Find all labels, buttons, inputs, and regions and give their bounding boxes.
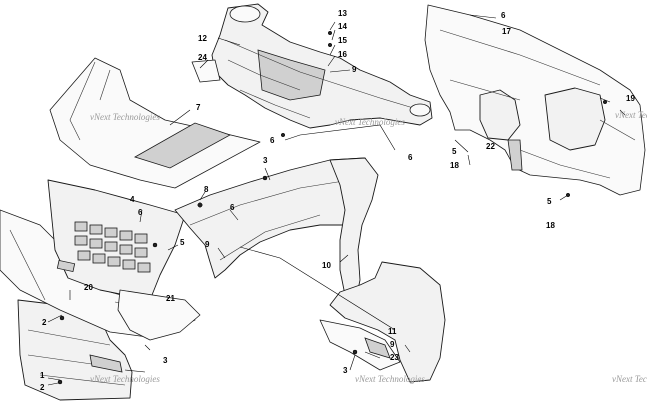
callout-19: 19 [626,94,635,103]
part-hood[interactable] [49,57,261,189]
callout-12: 12 [198,34,207,43]
callout-5: 5 [452,147,457,156]
callout-labels: 1 2 2 3 3 3 4 5 5 5 6 6 6 6 6 7 8 9 9 9 … [40,9,635,392]
callout-6: 6 [230,203,235,212]
callout-2: 2 [40,383,45,392]
callout-23: 23 [390,353,399,362]
callout-3: 3 [343,366,348,375]
callout-22: 22 [486,142,495,151]
callout-4: 4 [130,195,135,204]
callout-3: 3 [263,156,268,165]
callout-3: 3 [163,356,168,365]
watermark: vNext Technologies [335,117,405,127]
callout-7: 7 [196,103,201,112]
callout-11: 11 [388,327,397,336]
watermark: vNext Technologies [612,374,647,384]
callout-9: 9 [352,65,357,74]
watermark: vNext Technologies [355,374,425,384]
part-side-panel-assembly[interactable] [424,4,646,196]
watermark: vNext Technologies [90,374,160,384]
callout-17: 17 [502,27,511,36]
callout-5: 5 [180,238,185,247]
callout-24: 24 [198,53,207,62]
callout-16: 16 [338,50,347,59]
callout-6: 6 [138,208,143,217]
callout-5: 5 [547,197,552,206]
callout-1: 1 [40,371,45,380]
callout-8: 8 [204,185,209,194]
callout-15: 15 [338,36,347,45]
part-dash-cowl[interactable] [191,3,433,129]
callout-14: 14 [338,22,347,31]
watermark: vNext Technologies [615,110,647,120]
part-lower-center-panel[interactable] [117,289,201,341]
part-front-fender[interactable] [319,261,446,383]
grille-mesh [74,221,151,273]
part-grille[interactable] [47,179,186,301]
callout-6: 6 [501,11,506,20]
callout-20: 20 [84,283,93,292]
part-upper-center-panel[interactable] [174,157,376,279]
callout-18: 18 [450,161,459,170]
callout-9: 9 [390,340,395,349]
callout-6: 6 [270,136,275,145]
leader-lines [47,14,626,386]
callout-18: 18 [546,221,555,230]
callout-6: 6 [408,153,413,162]
callout-13: 13 [338,9,347,18]
hardware-fasteners [57,30,608,385]
callout-9: 9 [205,240,210,249]
callout-10: 10 [322,261,331,270]
callout-2: 2 [42,318,47,327]
callout-21: 21 [166,294,175,303]
watermark: vNext Technologies [90,112,160,122]
part-lower-bumper[interactable] [17,299,133,401]
